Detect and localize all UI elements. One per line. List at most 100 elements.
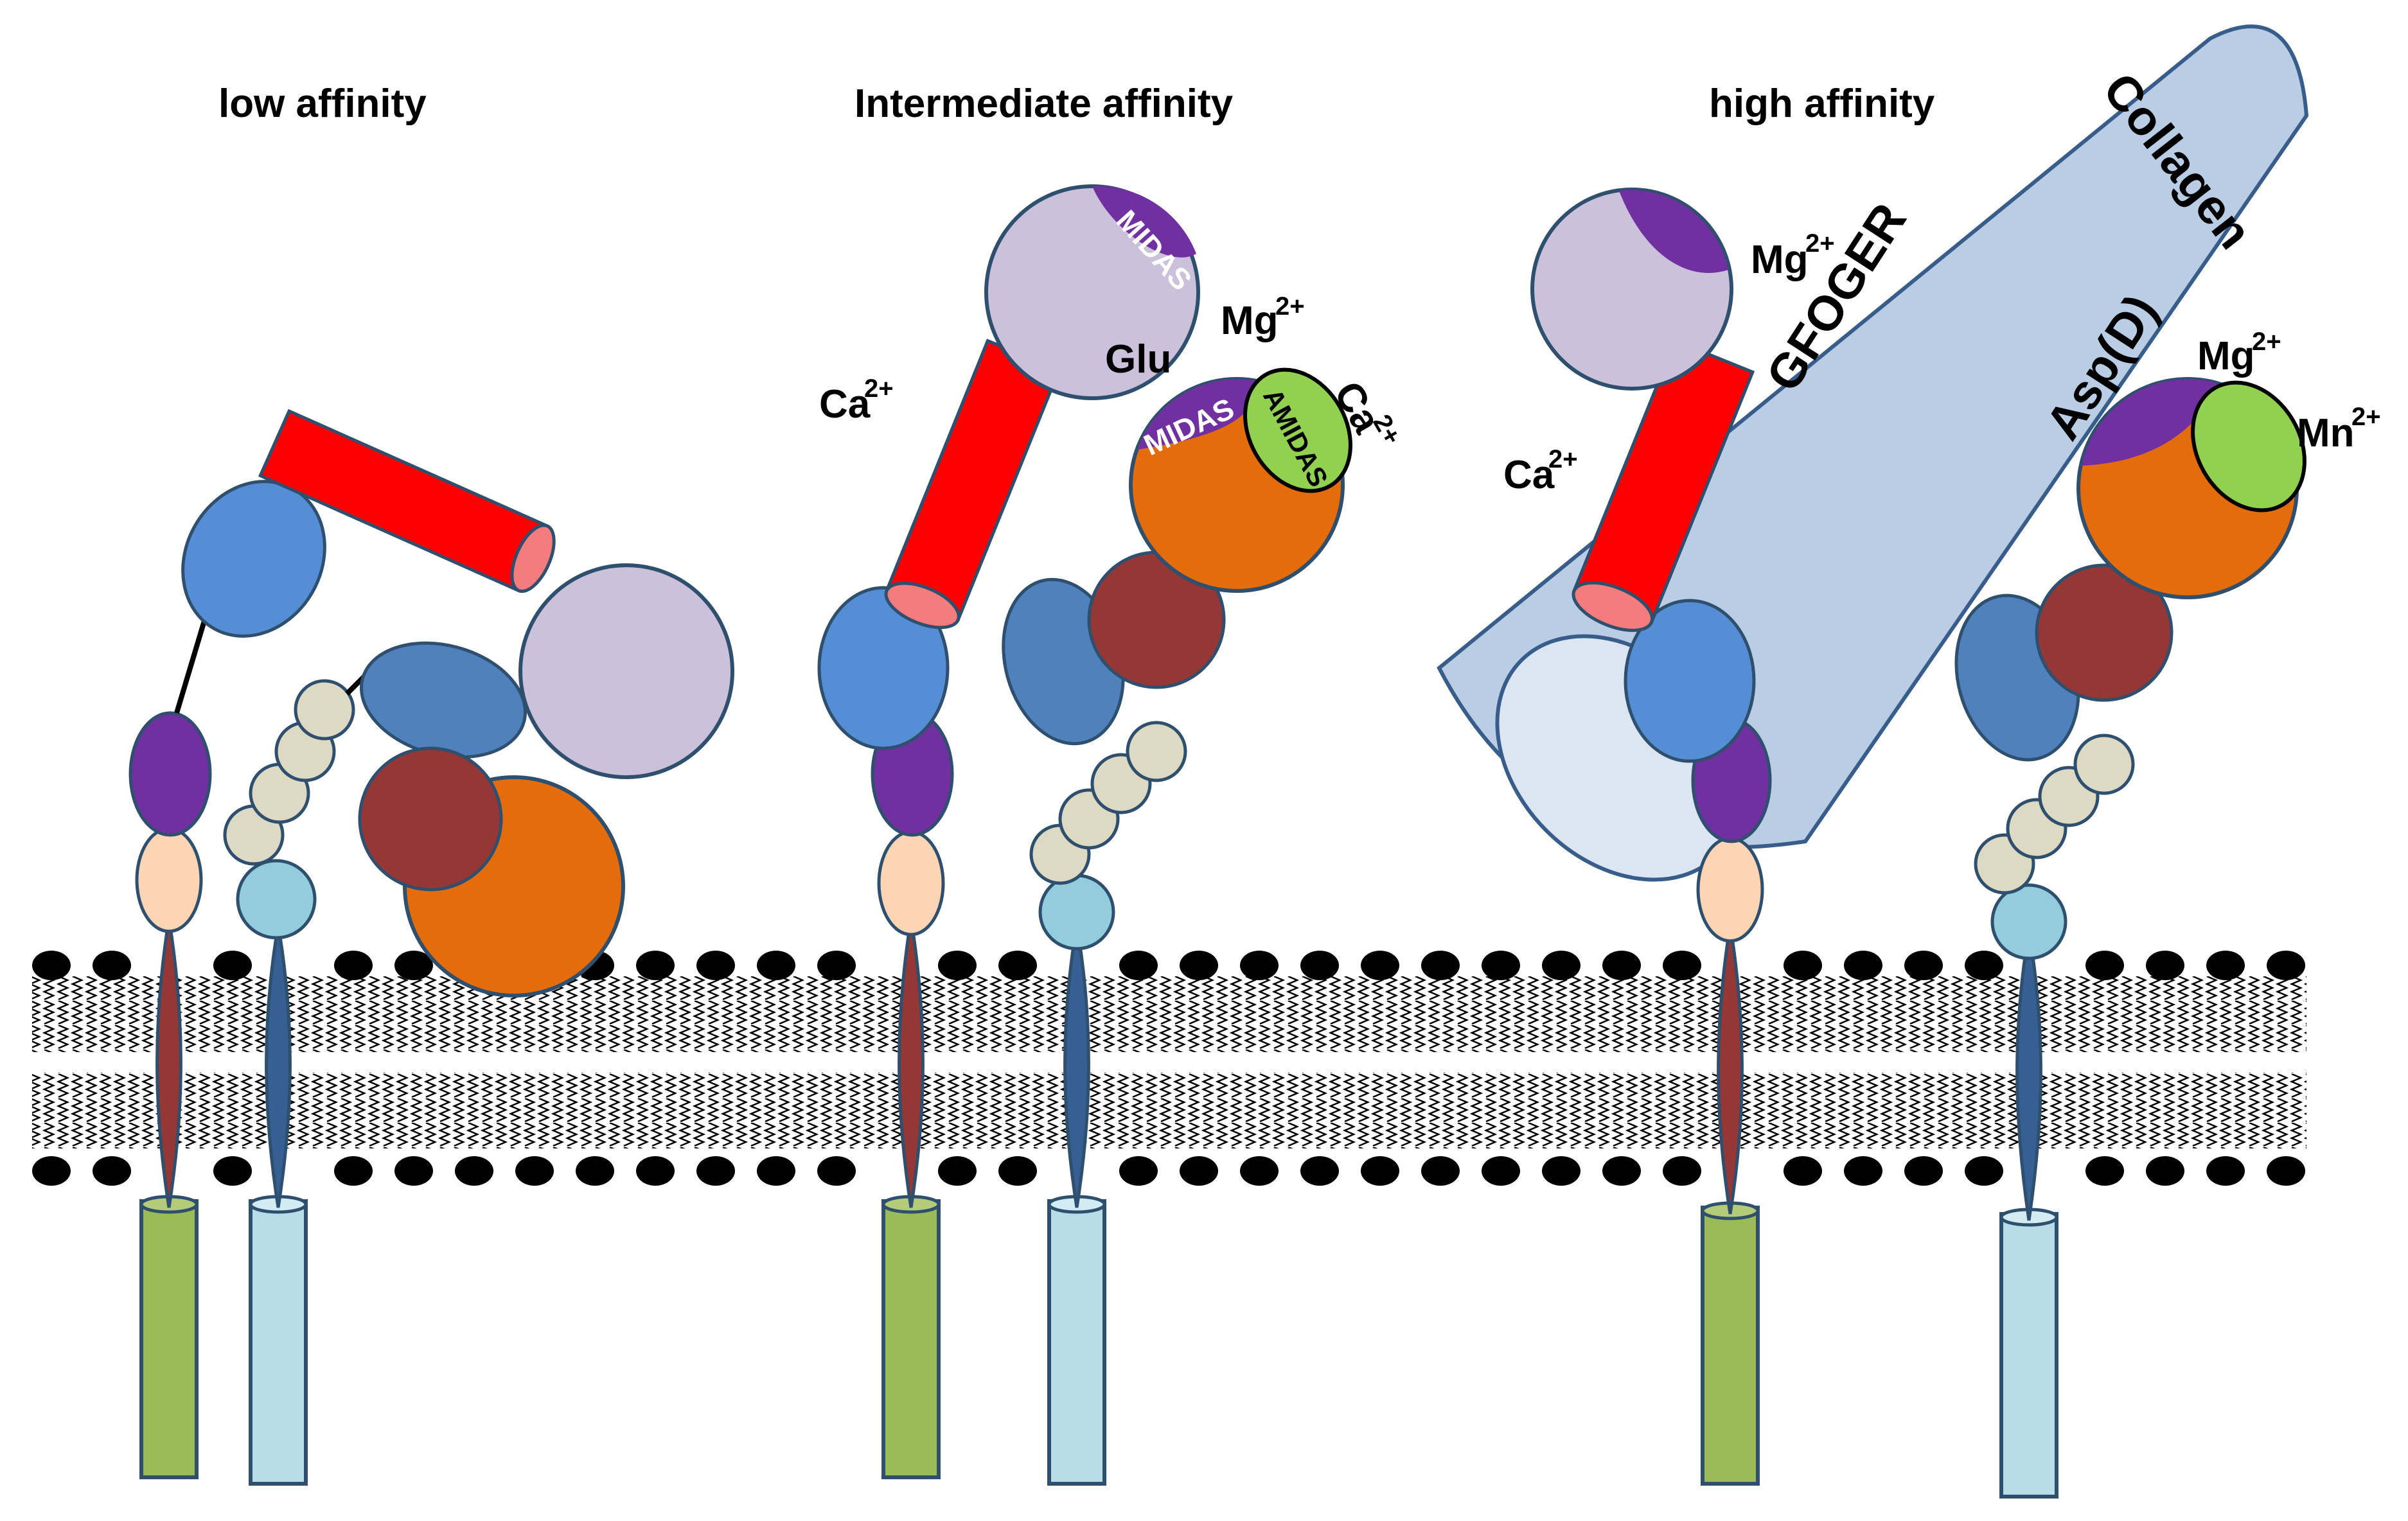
- svg-text:Mg: Mg: [1751, 238, 1809, 282]
- lipid-head: [1482, 1156, 1520, 1186]
- lipid-head: [1965, 951, 2003, 980]
- lipid-head: [2206, 1156, 2245, 1186]
- egf-domain: [294, 679, 355, 741]
- lipid-head: [938, 1156, 977, 1186]
- lipid-head: [1119, 1156, 1158, 1186]
- lipid-head: [213, 951, 252, 980]
- lipid-head: [998, 951, 1037, 980]
- amidas-site: [1243, 367, 1352, 493]
- svg-text:Mg: Mg: [2197, 334, 2255, 378]
- lipid-head: [696, 951, 735, 980]
- alpha-i-helix: [1571, 338, 1755, 632]
- lipid-head: [1240, 951, 1279, 980]
- lipid-head: [32, 951, 71, 980]
- lipid-head: [696, 1156, 735, 1186]
- beta-propeller-domain: [817, 586, 950, 750]
- glu-label: Glu: [1105, 337, 1171, 382]
- midas-site: [1137, 379, 1257, 450]
- egf-domain: [2073, 734, 2135, 795]
- lipid-head: [1542, 1156, 1580, 1186]
- lipid-head: [1602, 951, 1641, 980]
- beta-cytoplasmic-tail: [1047, 1199, 1106, 1486]
- beta-tail-domain: [1990, 883, 2067, 960]
- svg-text:2+: 2+: [864, 374, 894, 403]
- alpha-i-helix: [258, 409, 556, 593]
- beta-cytoplasmic-tail: [1999, 1212, 2058, 1499]
- alpha-cytoplasmic-tail: [1701, 1206, 1760, 1486]
- title-high-affinity: high affinity: [1709, 82, 1935, 126]
- lipid-head: [576, 1156, 614, 1186]
- alpha-i-domain: [518, 563, 734, 779]
- hybrid-domain: [358, 746, 503, 892]
- lipid-head: [1421, 951, 1460, 980]
- lipid-head: [1965, 1156, 2003, 1186]
- lipid-head: [1180, 951, 1218, 980]
- integrin-high-affinity: Collagen GFOGER Asp(D) Mg 2+ Ca 2+: [1437, 24, 2381, 1499]
- lipid-head: [1784, 1156, 1822, 1186]
- lipid-heads-inner: [32, 1156, 2305, 1186]
- lipid-head: [1602, 1156, 1641, 1186]
- alpha-transmembrane-helix: [1717, 924, 1744, 1215]
- lipid-head: [817, 1156, 856, 1186]
- integrin-low-affinity: [128, 409, 734, 1486]
- mg-ion-label: Mg 2+: [1221, 292, 1305, 343]
- svg-text:2+: 2+: [1275, 292, 1305, 321]
- lipid-tails-lower: [32, 1073, 2306, 1148]
- mg-ion-label: Mg 2+: [1751, 229, 1835, 282]
- lipid-head: [1300, 1156, 1339, 1186]
- beta-i-domain: MIDAS AMIDAS: [1129, 367, 1352, 593]
- svg-text:Mg: Mg: [1221, 299, 1279, 343]
- lipid-head: [1482, 951, 1520, 980]
- svg-text:Ca: Ca: [819, 382, 871, 426]
- lipid-head: [1663, 951, 1701, 980]
- lipid-head: [394, 1156, 433, 1186]
- calf-domain: [1696, 836, 1764, 943]
- amidas-site: [2191, 380, 2306, 513]
- lipid-head: [757, 951, 795, 980]
- integrin-intermediate-affinity: MIDAS Glu Ca 2+ Mg 2+ Ca 2+ MIDAS: [817, 184, 1406, 1486]
- lipid-head: [2146, 1156, 2184, 1186]
- calf-domain: [135, 827, 203, 933]
- beta-propeller-domain: [1624, 599, 1756, 763]
- svg-text:Ca: Ca: [1503, 453, 1555, 497]
- lipid-head: [817, 951, 856, 980]
- egf-domain: [1126, 721, 1187, 782]
- lipid-head: [1361, 951, 1399, 980]
- lipid-head: [1784, 951, 1822, 980]
- lipid-head: [455, 1156, 493, 1186]
- svg-text:2+: 2+: [2351, 403, 2381, 431]
- beta-i-domain: [2076, 377, 2306, 599]
- lipid-heads-outer: [32, 951, 2305, 980]
- lipid-head: [2267, 1156, 2305, 1186]
- lipid-head: [32, 1156, 71, 1186]
- lipid-head: [757, 1156, 795, 1186]
- svg-text:2+: 2+: [1805, 229, 1835, 258]
- title-intermediate-affinity: Intermediate affinity: [854, 82, 1234, 126]
- lipid-head: [636, 1156, 675, 1186]
- lipid-head: [1361, 1156, 1399, 1186]
- lipid-head: [1844, 951, 1882, 980]
- lipid-bilayer: [32, 951, 2306, 1186]
- lipid-head: [2146, 951, 2184, 980]
- lipid-head: [1240, 1156, 1279, 1186]
- midas-site: [2082, 379, 2217, 466]
- lipid-tails-upper: [32, 976, 2306, 1052]
- lipid-head: [1904, 1156, 1943, 1186]
- beta-tail-domain: [236, 859, 317, 940]
- lipid-head: [213, 1156, 252, 1186]
- lipid-head: [93, 1156, 131, 1186]
- lipid-head: [2206, 951, 2245, 980]
- alpha-i-domain: [1530, 188, 1733, 391]
- lipid-head: [1663, 1156, 1701, 1186]
- lipid-head: [1421, 1156, 1460, 1186]
- lipid-head: [2085, 951, 2124, 980]
- lipid-head: [93, 951, 131, 980]
- svg-text:Mn: Mn: [2297, 411, 2355, 455]
- lipid-head: [1904, 951, 1943, 980]
- lipid-head: [938, 951, 977, 980]
- svg-text:2+: 2+: [1548, 445, 1578, 473]
- mg-ion-label: Mg 2+: [2197, 328, 2281, 378]
- calf-domain: [877, 830, 945, 936]
- lipid-head: [998, 1156, 1037, 1186]
